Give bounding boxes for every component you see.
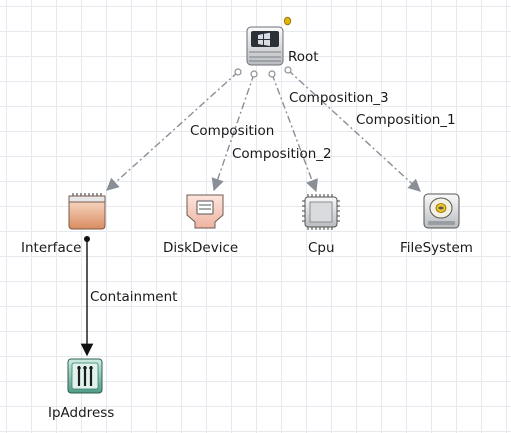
edge-label-composition-1: Composition_1 [356, 112, 456, 128]
status-dot-icon [283, 16, 292, 26]
node-label-cpu: Cpu [308, 240, 335, 256]
ip-address-icon [67, 358, 103, 394]
disk-device-icon [186, 194, 224, 229]
node-ipaddress[interactable]: IpAddress [48, 358, 114, 421]
node-filesystem[interactable]: FileSystem [400, 193, 473, 256]
node-diskdevice[interactable]: DiskDevice [163, 194, 238, 256]
edge-composition-2[interactable] [211, 70, 258, 192]
edge-label-composition: Composition [190, 123, 274, 139]
node-label-diskdevice: DiskDevice [163, 240, 238, 256]
node-interface[interactable]: Interface [21, 193, 106, 256]
edge-containment[interactable] [80, 236, 94, 357]
edge-label-containment: Containment [90, 289, 177, 305]
network-interface-icon [68, 193, 106, 230]
node-label-interface: Interface [21, 240, 81, 256]
node-label-root: Root [288, 49, 319, 65]
node-cpu[interactable]: Cpu [302, 194, 340, 256]
edge-composition-1[interactable] [284, 66, 421, 192]
edge-label-composition-2: Composition_2 [232, 146, 332, 162]
edge-composition[interactable] [106, 68, 242, 191]
cpu-chip-icon [302, 194, 340, 230]
edge-composition-3[interactable] [268, 70, 318, 193]
windows-server-icon [246, 26, 284, 66]
node-root[interactable]: Root [246, 16, 319, 66]
node-label-ipaddress: IpAddress [48, 405, 114, 421]
filesystem-drive-icon [423, 193, 460, 229]
edge-label-composition-3: Composition_3 [289, 90, 389, 106]
node-label-filesystem: FileSystem [400, 240, 473, 256]
